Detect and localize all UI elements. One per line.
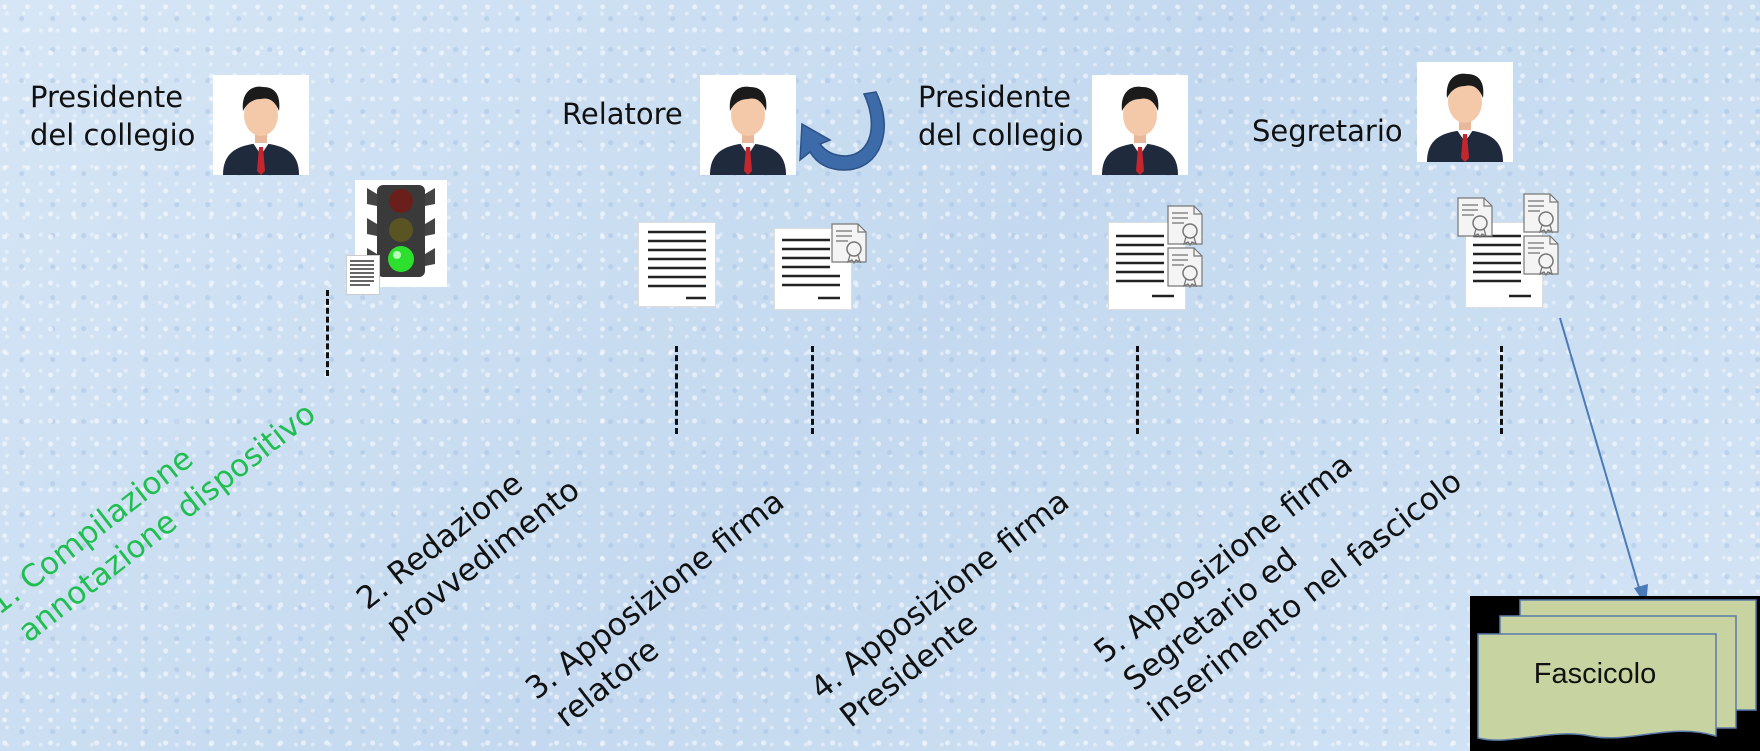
- actor-label-line: Presidente: [918, 80, 1072, 114]
- signature-seal-icon: [1522, 234, 1560, 276]
- timeline-dashed-line: [1136, 346, 1139, 434]
- actor-label-line: del collegio: [30, 118, 196, 152]
- actor-label-line: Relatore: [562, 97, 683, 131]
- timeline-dashed-line: [811, 346, 814, 434]
- signature-seal-icon: [1166, 204, 1204, 246]
- step-1-label: 1. Compilazione annotazione dispositivo: [0, 362, 324, 655]
- timeline-dashed-line: [675, 346, 678, 434]
- actor-label-segretario: Segretario: [1252, 112, 1403, 150]
- businessman-avatar-icon: [1092, 75, 1188, 175]
- step-label-line: annotazione dispositivo: [11, 395, 323, 650]
- timeline-dashed-line: [326, 290, 329, 376]
- step-label-line: Segretario ed: [1116, 540, 1305, 699]
- signature-seal-icon: [1166, 246, 1204, 288]
- arrow-to-fascicolo: [1550, 310, 1670, 610]
- document-icon: [346, 255, 380, 295]
- step-5-label: 5. Apposizione firma Segretario ed inser…: [1086, 398, 1470, 735]
- signature-seal-icon: [1456, 196, 1494, 238]
- curved-return-arrow-icon: [796, 88, 896, 178]
- businessman-avatar-icon: [1417, 62, 1513, 162]
- actor-label-presidente-1: Presidente del collegio: [30, 78, 195, 154]
- step-label-line: 1. Compilazione: [0, 440, 201, 622]
- businessman-avatar-icon: [213, 75, 309, 175]
- fascicolo-label: Fascicolo: [1533, 658, 1657, 690]
- step-4-label: 4. Apposizione firma Presidente: [803, 482, 1102, 740]
- document-icon: [638, 222, 716, 307]
- fascicolo-folder-icon: [1470, 596, 1760, 751]
- actor-label-line: del collegio: [918, 118, 1084, 152]
- actor-label-line: Segretario: [1252, 114, 1403, 148]
- signature-seal-icon: [830, 222, 868, 264]
- step-2-label: 2. Redazione provvedimento: [349, 439, 588, 650]
- businessman-avatar-icon: [700, 75, 796, 175]
- signature-seal-icon: [1522, 192, 1560, 234]
- actor-label-presidente-2: Presidente del collegio: [918, 78, 1083, 154]
- timeline-dashed-line: [1500, 346, 1503, 434]
- actor-label-line: Presidente: [30, 80, 184, 114]
- actor-label-relatore: Relatore: [562, 95, 683, 133]
